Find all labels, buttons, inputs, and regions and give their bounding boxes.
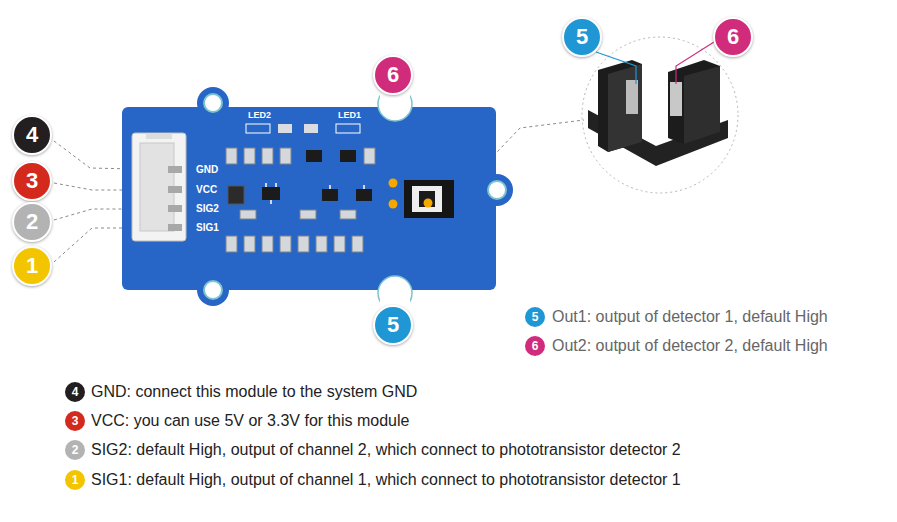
pin-name: GND (196, 164, 218, 176)
callout-number-text: 4 (26, 124, 38, 146)
callout-number: 6 (373, 55, 413, 95)
description-text: SIG1: default High, output of channel 1,… (91, 470, 681, 489)
pin-name: SIG2 (196, 203, 219, 215)
callout-number: 5 (562, 17, 602, 57)
callout-number: 1 (65, 470, 85, 490)
description-text: Out1: output of detector 1, default High (552, 307, 828, 326)
callout-number-text: 1 (26, 255, 38, 277)
photo-interrupter-footprint (389, 179, 455, 219)
callout-number-text: 6 (727, 26, 739, 48)
callout-number: 3 (65, 411, 85, 431)
callout-number: 2 (12, 202, 52, 242)
callout-number-text: 5 (576, 26, 588, 48)
inset-detail (582, 37, 738, 193)
callout-number-text: 5 (387, 314, 399, 336)
description-text: SIG2: default High, output of channel 2,… (91, 440, 681, 459)
description-text: VCC: you can use 5V or 3.3V for this mod… (91, 411, 409, 430)
callout-number: 5 (373, 305, 413, 345)
callout-number-text: 5 (532, 311, 539, 323)
leader-lines (54, 97, 584, 303)
callout-number: 4 (65, 382, 85, 402)
pin-name: LED2 (248, 110, 271, 121)
smd-components (226, 124, 375, 252)
callout-number-text: 3 (72, 415, 79, 427)
callout-number: 5 (525, 307, 545, 327)
callout-number-text: 6 (387, 64, 399, 86)
pin-name: VCC (196, 184, 217, 196)
callout-number: 6 (713, 17, 753, 57)
callout-number: 3 (12, 161, 52, 201)
callout-number-text: 2 (26, 211, 38, 233)
pcb-board (122, 86, 513, 311)
callout-number: 6 (525, 336, 545, 356)
grove-connector (132, 133, 186, 241)
callout-number-text: 2 (72, 444, 79, 456)
callout-number: 4 (12, 115, 52, 155)
callout-number-text: 3 (26, 170, 38, 192)
pin-name: SIG1 (196, 222, 219, 234)
description-text: Out2: output of detector 2, default High (552, 336, 828, 355)
callout-number-text: 1 (72, 474, 79, 486)
description-text: GND: connect this module to the system G… (91, 382, 417, 401)
callout-number: 2 (65, 440, 85, 460)
pin-name: LED1 (338, 110, 361, 121)
callout-number-text: 4 (72, 386, 79, 398)
callout-number: 1 (12, 246, 52, 286)
callout-number-text: 6 (532, 340, 539, 352)
